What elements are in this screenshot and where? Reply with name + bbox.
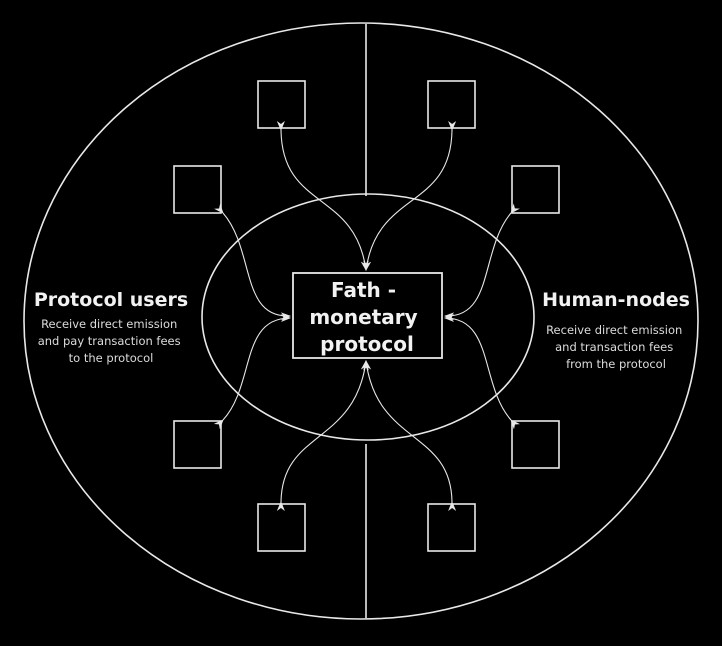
arrow-top-left: [276, 120, 369, 271]
right-group-description: Receive direct emission and transaction …: [546, 323, 686, 371]
center-label-line-1: Fath -: [331, 278, 396, 302]
right-desc-line-3: from the protocol: [566, 357, 666, 371]
node-box-bottom-right: [427, 503, 476, 552]
arrow-upper-left: [214, 203, 291, 321]
node-box-top-left: [257, 80, 306, 129]
center-label: Fath - monetary protocol: [309, 278, 424, 356]
center-label-line-3: protocol: [320, 332, 414, 356]
arrow-top-right: [363, 120, 457, 271]
arrow-bottom-left: [276, 360, 369, 512]
arrow-bottom-right: [363, 360, 457, 512]
connector-arrows: [213, 120, 520, 512]
center-protocol-box: [292, 272, 443, 359]
arrow-lower-left: [213, 314, 291, 430]
right-desc-line-1: Receive direct emission: [546, 323, 682, 337]
right-desc-line-2: and transaction fees: [555, 340, 673, 354]
node-box-top-right: [427, 80, 476, 129]
node-box-lower-right: [511, 420, 560, 469]
left-desc-line-3: to the protocol: [69, 351, 154, 365]
node-box-upper-right: [511, 165, 560, 214]
center-label-line-2: monetary: [309, 305, 417, 329]
left-desc-line-2: and pay transaction fees: [38, 334, 181, 348]
left-group-title: Protocol users: [34, 289, 188, 311]
outer-ellipse: [23, 22, 699, 620]
arrow-upper-right: [444, 203, 520, 321]
node-box-bottom-left: [257, 503, 306, 552]
right-group-title: Human-nodes: [542, 289, 690, 311]
left-desc-line-1: Receive direct emission: [41, 317, 177, 331]
arrow-lower-right: [444, 314, 520, 430]
node-box-upper-left: [173, 165, 222, 214]
left-group-description: Receive direct emission and pay transact…: [38, 317, 185, 365]
node-box-lower-left: [173, 420, 222, 469]
